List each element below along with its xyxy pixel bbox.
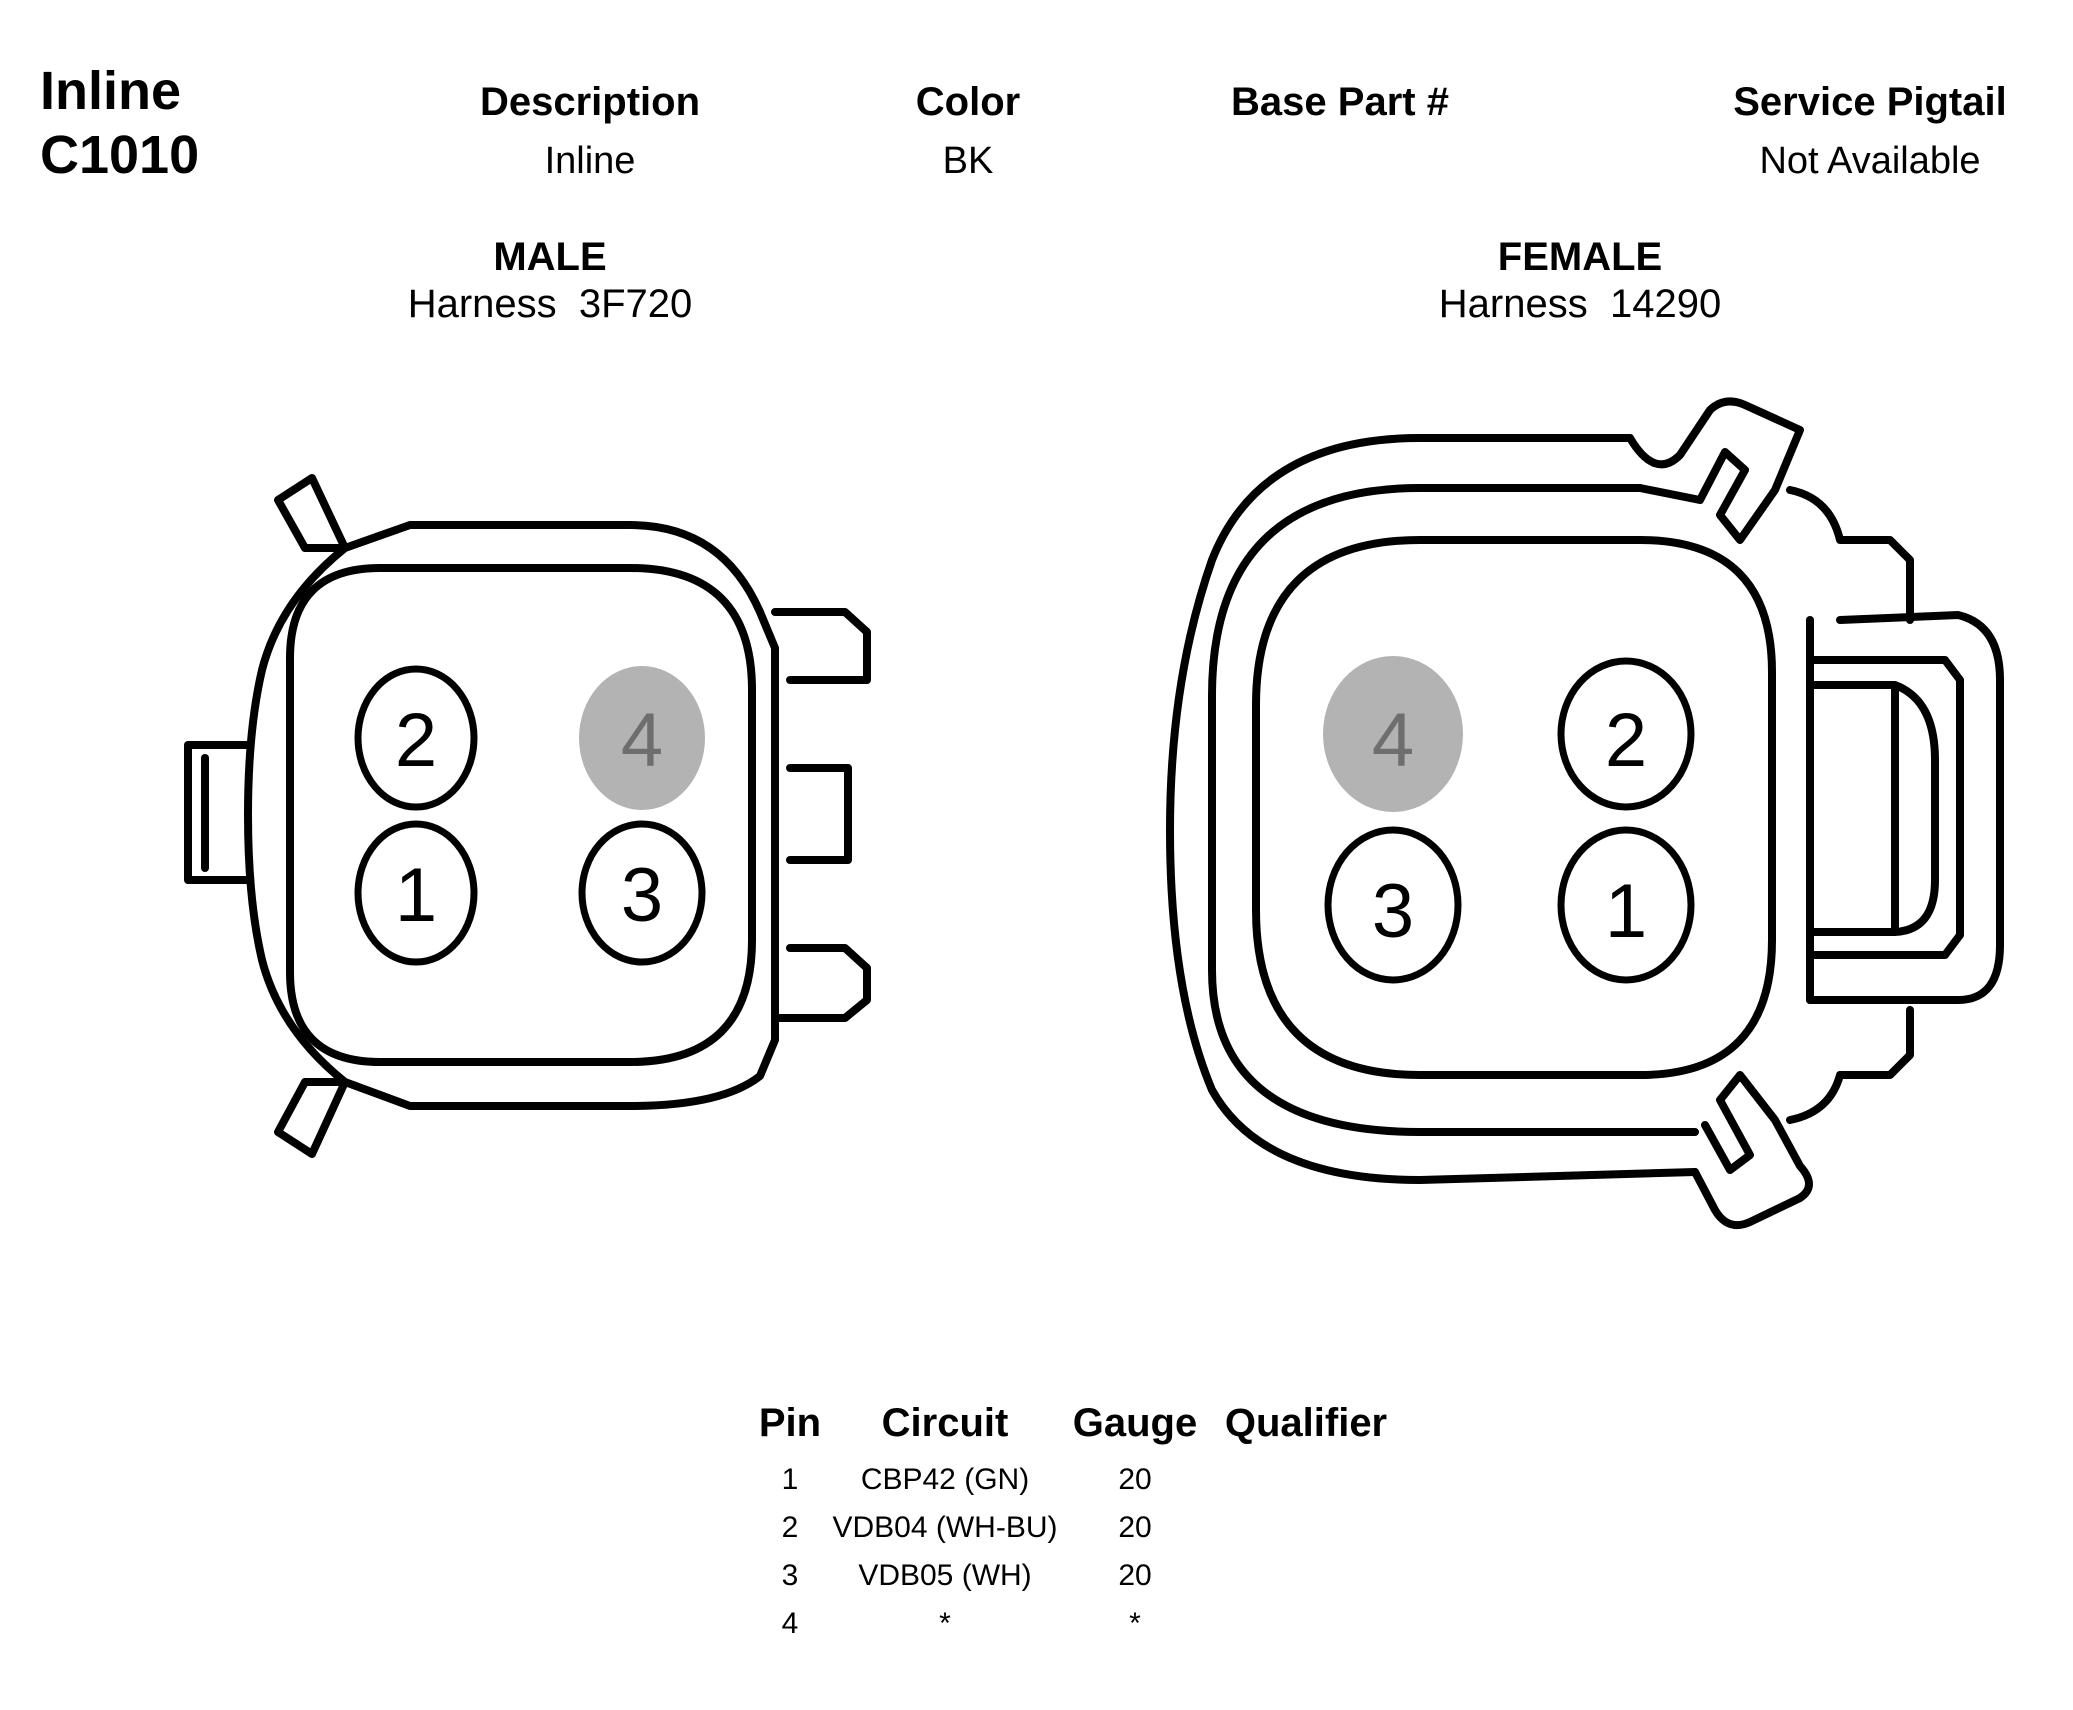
table-row: 2 VDB04 (WH-BU) 20 [740,1511,1420,1559]
female-pin-4 [1323,656,1463,812]
table-row: 4 * * [740,1607,1420,1655]
male-pin-3-number: 3 [621,853,663,938]
row-circuit: * [939,1607,951,1640]
circuit-header: Circuit [881,1401,1009,1445]
male-label: MALE [493,235,607,279]
female-pin-3 [1324,826,1462,984]
female-pin-4-number: 4 [1372,698,1414,783]
description-label: Description [479,80,701,124]
male-pin-4 [579,666,705,810]
female-harness: Harness 14290 [1438,282,1722,326]
row-pin: 4 [781,1607,799,1640]
male-pin-1 [354,820,478,966]
female-right-block-top [1786,486,1914,624]
female-pin-1 [1557,826,1695,984]
female-latch-top [1626,397,1804,544]
male-pins: 2 4 1 3 [354,665,706,966]
male-latch-bottom [274,1078,349,1158]
description-value: Inline [544,140,636,182]
qualifier-header: Qualifier [1224,1401,1388,1445]
female-pin-2 [1557,657,1695,811]
male-pin-2 [354,665,478,811]
female-pins: 4 2 3 1 [1323,656,1695,984]
connector-location: Inline [40,61,182,121]
female-pin-2-number: 2 [1605,698,1647,783]
male-pin-2-number: 2 [395,698,437,783]
female-latch-bottom [1691,1071,1813,1229]
male-pin-3 [578,820,706,966]
row-pin: 2 [781,1511,799,1544]
table-row: 1 CBP42 (GN) 20 [740,1463,1420,1511]
female-pin-1-number: 1 [1605,869,1647,954]
table-row: 3 VDB05 (WH) 20 [740,1559,1420,1607]
row-circuit: VDB05 (WH) [858,1559,1032,1592]
base-part-label: Base Part # [1231,80,1449,124]
row-pin: 3 [781,1559,799,1592]
row-gauge: 20 [1118,1511,1152,1544]
male-latch-top [274,474,349,552]
female-right-block-bottom [1786,1006,1914,1124]
connector-id: C1010 [40,125,200,185]
service-pigtail-value: Not Available [1759,140,1981,182]
pin-header: Pin [758,1401,822,1445]
male-rib-mid [786,764,852,864]
male-harness: Harness 3F720 [407,282,693,326]
gauge-header: Gauge [1072,1401,1198,1445]
row-circuit: CBP42 (GN) [860,1463,1030,1496]
service-pigtail-label: Service Pigtail [1733,80,2007,124]
female-label: FEMALE [1497,235,1663,279]
row-gauge: * [1129,1607,1141,1640]
row-circuit: VDB04 (WH-BU) [832,1511,1058,1544]
color-label: Color [915,80,1021,124]
female-right-clip [1806,611,2004,1004]
male-left-tab [184,741,252,884]
male-connector-body [244,521,779,1110]
pin-table: Pin Circuit Gauge Qualifier 1 CBP42 (GN)… [740,1395,1420,1655]
color-value: BK [942,140,994,182]
male-pin-4-number: 4 [621,698,663,783]
male-pin-1-number: 1 [395,853,437,938]
row-pin: 1 [781,1463,799,1496]
male-rib-bottom [771,944,871,1022]
row-gauge: 20 [1118,1559,1152,1592]
male-rib-top [771,608,871,684]
female-pin-3-number: 3 [1372,869,1414,954]
row-gauge: 20 [1118,1463,1152,1496]
female-connector-body [1166,434,1776,1184]
